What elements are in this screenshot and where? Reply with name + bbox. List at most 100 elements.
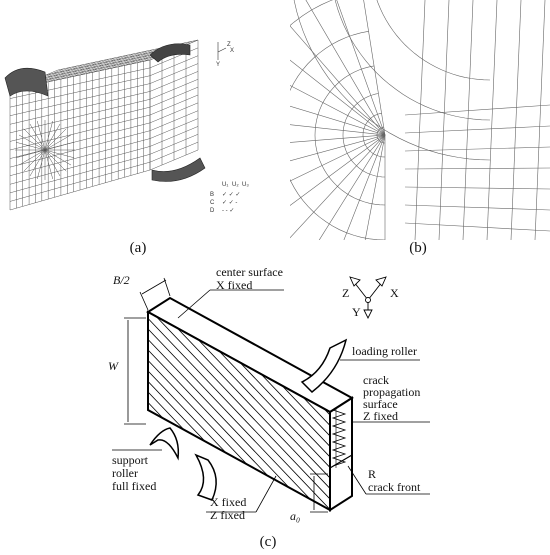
label-z-fixed-right: Z fixed [363,409,398,423]
mesh-line [44,123,61,151]
hatch-line [169,312,330,510]
mesh-line [9,122,151,159]
arc-mesh-line [293,0,491,161]
radial-mesh-line [290,134,386,143]
dim-crack-length-label: a₀ [290,509,300,523]
mesh-line [44,149,75,159]
quad-mesh-line [404,186,550,190]
mesh-line [9,67,151,99]
quad-mesh-line [462,0,474,240]
mesh-line [23,149,46,172]
bc-header-u3: U₃ [242,182,249,188]
radial-mesh-line [305,0,386,136]
radial-mesh-line [290,134,386,206]
mesh-line [9,99,151,134]
dimension-height [124,317,146,425]
panel-b-crack-tip-mesh [290,0,550,240]
bc-row-marks: ✓ ✓ - [222,200,237,206]
hatch-line [159,312,330,510]
label-loading-roller: loading roller [352,344,417,358]
caption-b: (b) [409,240,427,256]
bc-row-label: C [210,200,215,206]
axis-label-y-a: Y [216,62,220,68]
quad-mesh-line [404,222,550,232]
label-x-fixed-top: X fixed [216,278,252,292]
coordinate-triad-c [349,276,387,320]
support-roller-right-c [194,453,217,501]
quad-mesh-line [404,167,550,170]
mesh-line [36,149,46,180]
ring-mesh-line [314,65,386,206]
quad-mesh-line [534,0,546,240]
ring-mesh-line [376,126,385,144]
panel-a-mesh-model: Z X Y U₁ U₂ U₃ B ✓ ✓ ✓ C ✓ ✓ - D - - ✓ [4,39,249,214]
bc-row-label: B [210,192,214,198]
label-crack-line-1: crack [363,373,389,387]
mesh-line [29,123,46,151]
quad-mesh-line [438,0,450,240]
mesh-line [44,141,75,151]
bc-header-u1: U₁ [222,182,228,188]
triad-label-y: Y [352,305,361,319]
triad-label-z: Z [342,286,349,300]
radial-mesh-line [290,85,386,136]
mesh-line [18,149,46,166]
label-crack-front: crack front [368,480,421,494]
quad-mesh-line [510,0,522,240]
mesh-line [15,149,46,159]
label-r: R [368,467,376,481]
label-support-1: support [112,453,149,467]
support-roller-left-c [149,427,180,461]
mesh-line [9,106,151,142]
mesh-line [44,149,61,177]
mesh-line [44,149,54,180]
mesh-line [9,75,151,108]
mesh-line [23,128,46,151]
ring-mesh-line [290,0,334,26]
quad-mesh-line [404,125,550,134]
ring-mesh-line [290,0,385,240]
arc-mesh-line [334,0,491,121]
mesh-line [29,149,46,177]
crack-propagation-surface [331,409,347,468]
radial-mesh-line [336,0,386,136]
mesh-line [9,130,151,168]
radial-mesh-line [290,124,386,136]
mesh-line [44,149,72,166]
panel-c-schematic: B/2 W a₀ center surface X fixed loading … [108,265,550,523]
ring-mesh-line [290,0,385,240]
bc-row-marks: - - ✓ [222,208,234,214]
quad-mesh-line [404,104,550,116]
quad-mesh-line [404,204,550,211]
radial-mesh-line [290,59,386,136]
bc-legend-a: U₁ U₂ U₃ B ✓ ✓ ✓ C ✓ ✓ - D - - ✓ [210,182,249,214]
radial-mesh-line [290,134,386,239]
mesh-line [9,83,151,116]
mesh-line [9,91,151,125]
mesh-line [9,154,151,194]
label-support-3: full fixed [112,479,156,493]
radial-mesh-line [290,134,386,162]
quad-mesh-line [414,0,426,240]
label-x-fixed-bottom: X fixed [210,495,246,509]
hatch-line [400,310,550,520]
bc-row-marks: ✓ ✓ ✓ [222,192,240,198]
label-crack-line-2: propagation [363,385,420,399]
hatch-line [148,312,321,510]
mesh-line [44,134,72,151]
radial-mesh-line [343,134,386,240]
bc-header-u2: U₂ [232,182,239,188]
radial-mesh-line [290,105,386,136]
mesh-line [18,134,46,151]
quad-mesh-line [486,0,498,240]
axis-triad-a [217,42,227,60]
specimen-right-face [329,396,353,512]
leader-bottom-fixed [255,475,277,513]
mesh-line [36,120,46,151]
mesh-line [9,114,151,151]
axis-label-z-a: Z [227,42,231,48]
quad-mesh-line [404,146,550,152]
loading-roller-c [300,338,348,393]
mesh-line [9,138,151,176]
hatch-line [148,312,330,510]
